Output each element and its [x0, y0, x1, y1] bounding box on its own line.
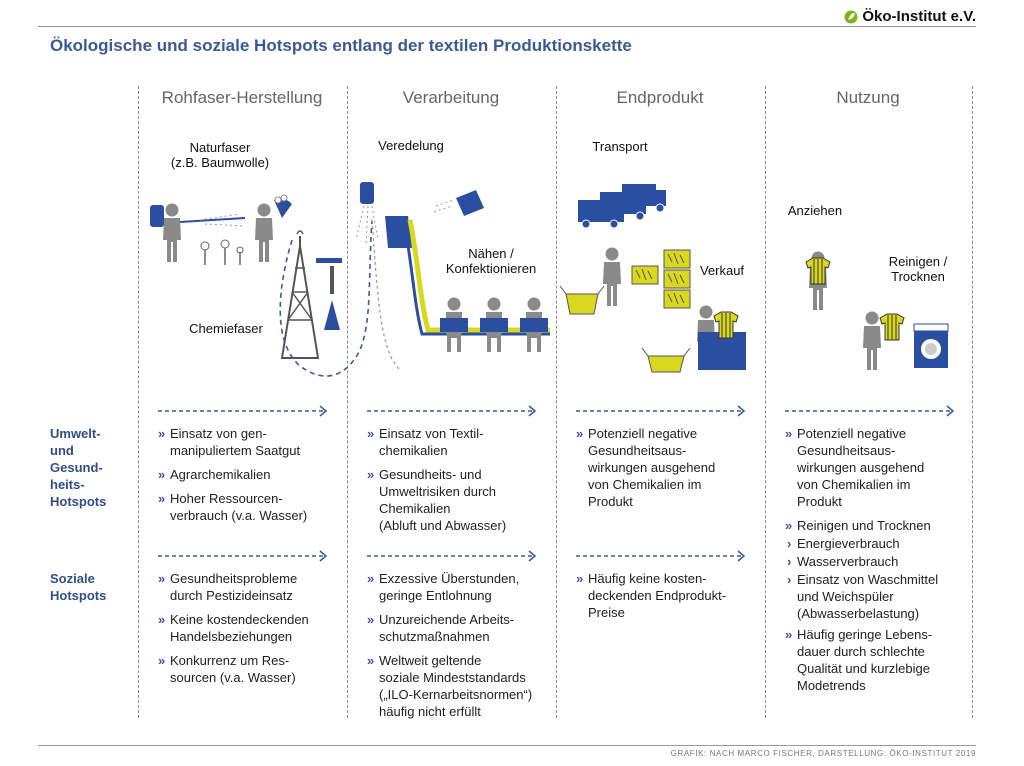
production-chain-illustration: [150, 182, 949, 377]
column-divider: [765, 86, 766, 718]
sozial-list-verarbeitung: »Exzessive Überstunden, geringe Entlohnu…: [367, 570, 552, 727]
sewing-workers-figure: [440, 297, 548, 352]
refinery-icon: [316, 258, 342, 330]
farmer-spraying-figure: [150, 203, 246, 262]
umwelt-list-endprodukt: »Potenziell negative Gesundheitsaus- wir…: [576, 425, 761, 517]
column-heading-nutzung: Nutzung: [836, 88, 900, 107]
list-item: »Potenziell negative Gesundheitsaus- wir…: [576, 426, 716, 509]
sozial-list-nutzung: »Häufig geringe Lebens- dauer durch schl…: [785, 626, 970, 701]
label-transport: Transport: [592, 139, 648, 154]
header-divider: [38, 26, 976, 27]
list-item: »Weltweit geltende soziale Mindeststanda…: [367, 653, 533, 719]
column-heading-endprodukt: Endprodukt: [616, 88, 704, 107]
list-item: »Hoher Ressourcen- verbrauch (v.a. Wasse…: [158, 491, 308, 523]
cotton-plants-icon: [200, 239, 244, 265]
umwelt-list-verarbeitung: »Einsatz von Textil- chemikalien »Gesund…: [367, 425, 552, 541]
sub-list-item: ›Einsatz von Waschmittel und Weichspüler…: [787, 572, 939, 621]
list-item: »Gesundheitsprobleme durch Pestizideinsa…: [158, 571, 298, 603]
list-item: »Keine kostendeckenden Handelsbeziehunge…: [158, 612, 309, 644]
list-item: »Konkurrenz um Res- sourcen (v.a. Wasser…: [158, 653, 296, 685]
leaf-icon: [844, 10, 858, 23]
column-heading-verarbeitung: Verarbeitung: [402, 88, 500, 107]
list-item: »Einsatz von Textil- chemikalien: [367, 426, 484, 458]
footer-divider: [38, 745, 976, 746]
label-verkauf: Verkauf: [699, 263, 745, 278]
column-divider: [138, 86, 139, 718]
label-reinigen-trocknen: Reinigen / Trocknen: [888, 254, 948, 284]
umwelt-list-rohfaser: »Einsatz von gen- manipuliertem Saatgut …: [158, 425, 343, 531]
sozial-list-endprodukt: »Häufig keine kosten- deckenden Endprodu…: [576, 570, 761, 628]
label-naehen-konfektionieren: Nähen / Konfektionieren: [445, 246, 537, 276]
list-item: »Agrarchemikalien: [158, 467, 271, 482]
truck-icon: [578, 184, 666, 229]
label-chemiefaser: Chemiefaser: [189, 321, 263, 336]
page-title: Ökologische und soziale Hotspots entlang…: [50, 36, 632, 55]
label-naturfaser: Naturfaser (z.B. Baumwolle): [170, 140, 270, 170]
label-anziehen: Anziehen: [787, 203, 843, 218]
fiber-flow-path: [279, 219, 373, 377]
shop-assistant-figure: [641, 305, 746, 373]
umwelt-list-nutzung: »Potenziell negative Gesundheitsaus- wir…: [785, 425, 970, 623]
column-divider: [556, 86, 557, 718]
list-item: »Einsatz von gen- manipuliertem Saatgut: [158, 426, 301, 458]
sozial-list-rohfaser: »Gesundheitsprobleme durch Pestizideinsa…: [158, 570, 343, 693]
list-item: »Häufig keine kosten- deckenden Endprodu…: [576, 571, 727, 620]
list-item: »Potenziell negative Gesundheitsaus- wir…: [785, 426, 925, 509]
logo-text: Öko-Institut e.V.: [862, 8, 976, 25]
warehouse-worker-figure: [559, 247, 691, 315]
list-item: »Unzureichende Arbeits- schutzmaßnahmen: [367, 612, 515, 644]
row-label-sozial: Soziale Hotspots: [50, 571, 107, 603]
column-heading-rohfaser: Rohfaser-Herstellung: [161, 88, 323, 107]
credit-text: GRAFIK: NACH MARCO FISCHER, DARSTELLUNG:…: [670, 749, 976, 758]
sub-list-item: ›Energieverbrauch: [787, 536, 900, 551]
column-divider: [972, 86, 973, 718]
cotton-picker-figure: [255, 194, 292, 262]
list-item: »Häufig geringe Lebens- dauer durch schl…: [785, 627, 933, 693]
sub-list-item: ›Wasserverbrauch: [787, 554, 899, 569]
column-divider: [347, 86, 348, 718]
washing-machine-icon: [913, 323, 949, 368]
oil-derrick-icon: [280, 230, 320, 359]
row-label-umwelt: Umwelt- und Gesund- heits- Hotspots: [50, 426, 107, 509]
list-item: »Exzessive Überstunden, geringe Entlohnu…: [367, 571, 520, 603]
textile-strip: [407, 219, 550, 333]
oeko-institut-logo: Öko-Institut e.V.: [844, 8, 976, 25]
list-item: »Gesundheits- und Umweltrisiken durch Ch…: [367, 467, 507, 533]
list-item: »Reinigen und Trocknen: [785, 518, 931, 533]
label-veredelung: Veredelung: [378, 138, 444, 153]
